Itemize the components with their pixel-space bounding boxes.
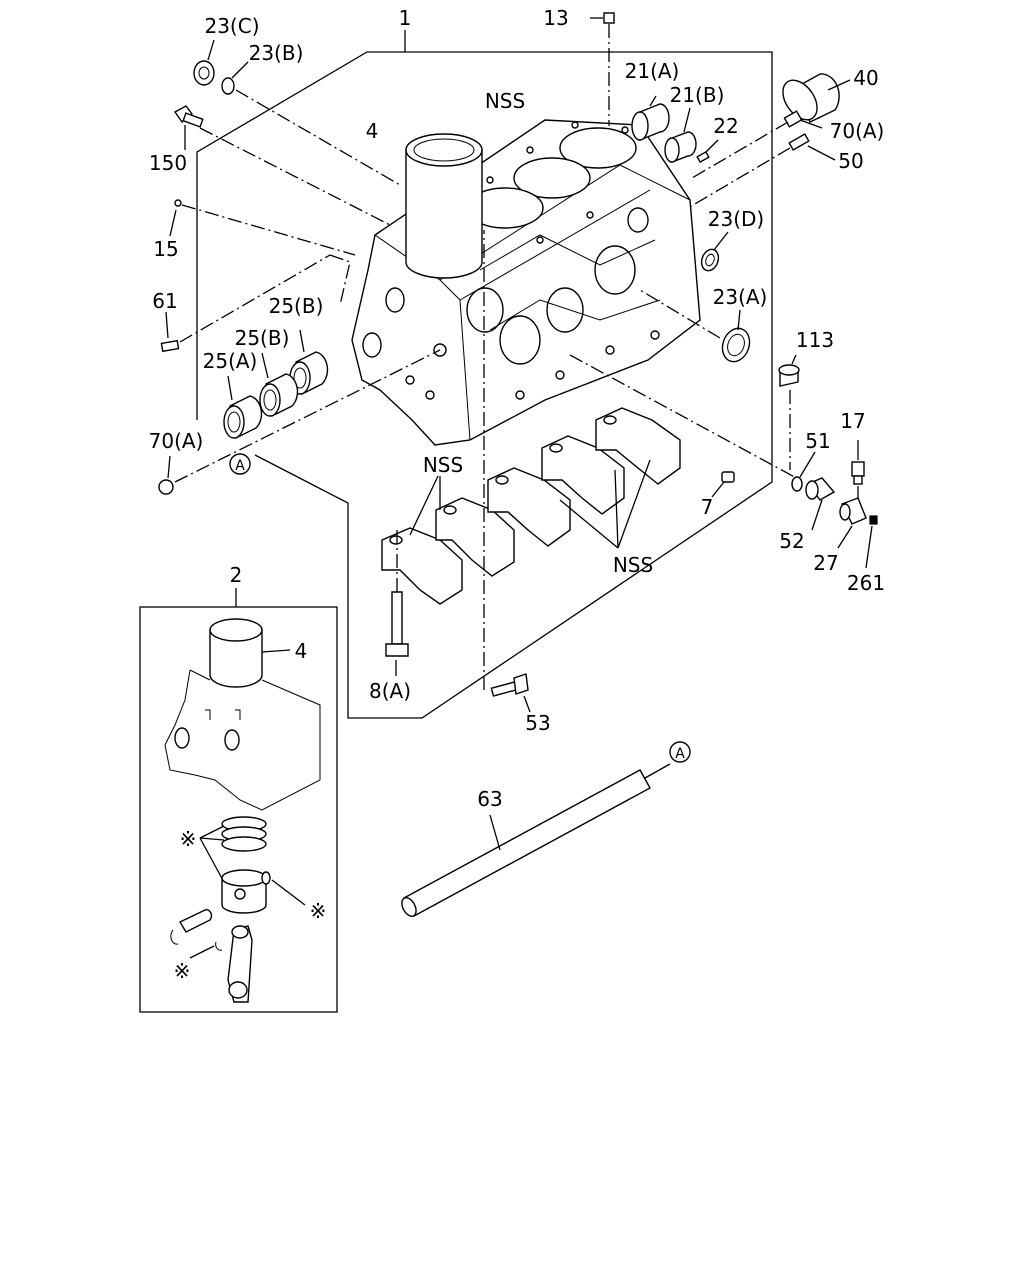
- callout-70a-top: 70(A): [830, 119, 885, 143]
- callout-51: 51: [805, 429, 830, 453]
- callout-113: 113: [796, 328, 834, 352]
- oil-pipe-axis: [569, 354, 801, 481]
- callout-63: 63: [477, 787, 502, 811]
- callout-nss-low: NSS: [613, 553, 653, 577]
- callout-40: 40: [853, 66, 878, 90]
- cylinder-liner: [405, 133, 483, 279]
- callout-star-1: ※: [180, 827, 197, 851]
- bushing-25b-2: [259, 352, 299, 418]
- assembly-group-outline: [196, 30, 773, 719]
- callout-150: 150: [149, 151, 187, 175]
- callout-25b-2: 25(B): [235, 326, 290, 350]
- seal-23a: [639, 289, 751, 363]
- bolt-8a: [385, 530, 409, 676]
- callout-8a: 8(A): [369, 679, 411, 703]
- callout-13: 13: [543, 6, 568, 30]
- callout-23a: 23(A): [713, 285, 768, 309]
- plug-13: [590, 12, 615, 126]
- bushing-25a: [223, 375, 263, 440]
- plug-70a-top: [691, 110, 823, 179]
- callout-a-right: A: [675, 746, 685, 762]
- callout-22: 22: [713, 114, 738, 138]
- callout-nss-mid: NSS: [423, 453, 463, 477]
- callout-a-left: A: [235, 458, 245, 474]
- callout-21b: 21(B): [670, 83, 725, 107]
- callout-61: 61: [152, 289, 177, 313]
- callout-50: 50: [838, 149, 863, 173]
- bearing-caps: [381, 407, 681, 605]
- callout-nss-top: NSS: [485, 89, 525, 113]
- callout-star-2: ※: [310, 899, 327, 923]
- callout-52: 52: [779, 529, 804, 553]
- callout-70a-left: 70(A): [149, 429, 204, 453]
- washer-51: [791, 451, 816, 492]
- callout-4-inset: 4: [295, 639, 308, 663]
- plug-21a: [631, 95, 670, 142]
- cylinder-block: [351, 119, 701, 446]
- cap-40: [782, 73, 851, 123]
- plug-21b: [664, 107, 697, 164]
- callout-star-3: ※: [174, 959, 191, 983]
- callout-15: 15: [153, 237, 178, 261]
- pin-61: [160, 254, 351, 353]
- pin-50: [687, 133, 836, 209]
- callout-23b: 23(B): [249, 41, 304, 65]
- callout-25b-1: 25(B): [269, 294, 324, 318]
- callout-21a: 21(A): [625, 59, 680, 83]
- oring-23b: [221, 61, 401, 186]
- seal-23c: [193, 39, 215, 86]
- inset-box: [139, 588, 338, 1013]
- bolt-7: [711, 471, 735, 498]
- callout-4-top: 4: [366, 119, 379, 143]
- callout-53: 53: [525, 711, 550, 735]
- callout-7: 7: [701, 495, 714, 519]
- ref-marker-a-left: [229, 453, 251, 475]
- switch-17: [851, 440, 865, 498]
- plug-70a-left: [158, 349, 441, 495]
- callout-23d: 23(D): [708, 207, 764, 231]
- pipe-63: [401, 741, 691, 917]
- callout-25a: 25(A): [203, 349, 258, 373]
- pin-22: [696, 139, 719, 164]
- seal-23d: [700, 231, 729, 272]
- bolt-53: [483, 230, 531, 713]
- fitting-52: [805, 477, 836, 531]
- callout-27: 27: [813, 551, 838, 575]
- callout-23c: 23(C): [204, 14, 259, 38]
- fitting-27: [837, 497, 867, 549]
- callout-17: 17: [840, 409, 865, 433]
- callout-261: 261: [847, 571, 885, 595]
- screw-261: [865, 515, 878, 569]
- cap-113: [778, 354, 800, 470]
- bolt-150: [173, 105, 391, 226]
- pin-15: [169, 199, 356, 256]
- callout-1: 1: [399, 6, 412, 30]
- callout-2: 2: [230, 563, 243, 587]
